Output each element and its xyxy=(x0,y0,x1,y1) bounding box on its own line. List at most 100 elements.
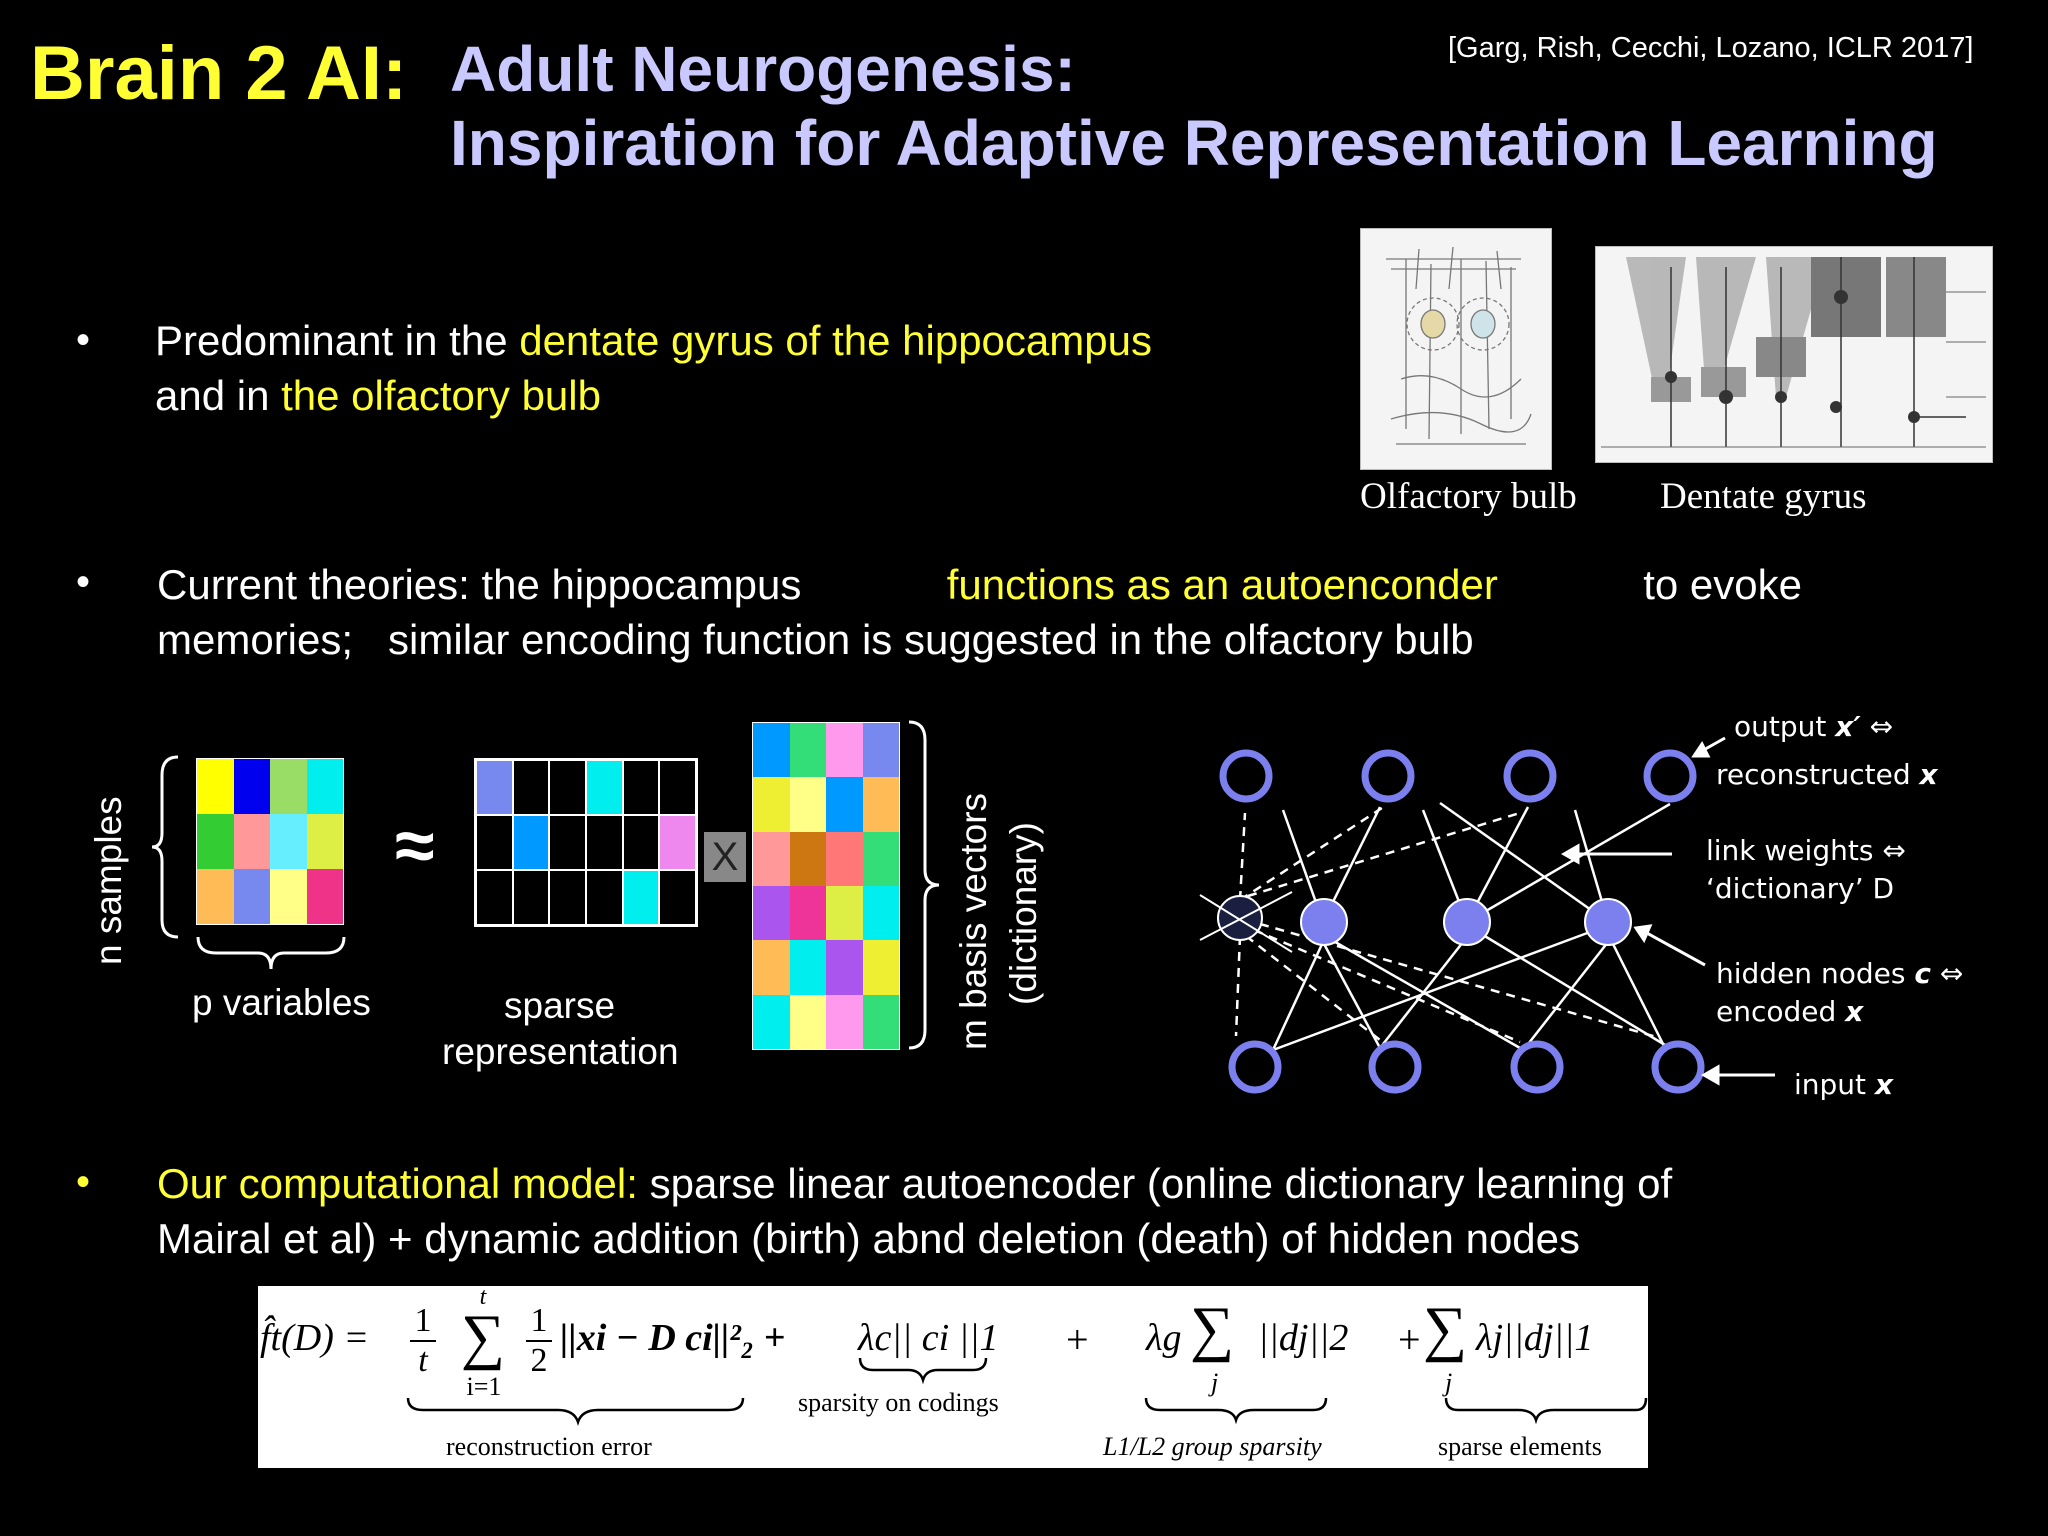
dict-matrix-cell xyxy=(826,994,863,1049)
hidden-nodes-label: hidden nodes c ⇔ encoded x xyxy=(1716,957,1964,1028)
eq-brace-group: L1/L2 group sparsity xyxy=(1103,1432,1322,1461)
dictionary-label-line1: m basis vectors xyxy=(953,792,994,1050)
n-samples-label: n samples xyxy=(88,796,129,965)
bullet-2-line1-b: to evoke xyxy=(1643,561,1802,608)
title-line-2: Inspiration for Adaptive Representation … xyxy=(450,107,1938,179)
eq-plus-1: + xyxy=(1066,1317,1089,1362)
sparse-matrix-cell xyxy=(512,760,550,815)
link-weights-label: link weights ⇔ ‘dictionary’ D xyxy=(1706,834,1906,905)
dict-matrix-cell xyxy=(753,723,790,778)
bullet-marker-3: • xyxy=(76,1160,91,1204)
sparse-matrix-cell xyxy=(659,870,696,925)
dict-matrix-cell xyxy=(789,723,826,778)
eq-elem-term: λj||dj||1 xyxy=(1476,1317,1594,1359)
sparse-matrix-cell xyxy=(512,870,550,925)
bullet-1-line2: and in xyxy=(155,372,282,419)
dictionary-label-line2: (dictionary) xyxy=(1003,822,1044,1005)
eq-frac1: 1 t xyxy=(410,1302,436,1380)
brand-title: Brain 2 AI: xyxy=(30,31,408,116)
cols-brace xyxy=(196,936,346,970)
dict-matrix-cell xyxy=(789,994,826,1049)
eq-elem-index: j xyxy=(1445,1368,1453,1397)
p-variables-label: p variables xyxy=(192,982,371,1023)
dict-matrix-cell xyxy=(789,831,826,886)
bullet-3-line1: sparse linear autoencoder (online dictio… xyxy=(637,1160,1673,1207)
caption-olfactory-bulb: Olfactory bulb xyxy=(1360,476,1577,517)
eq-recon-term: ||xi − D ci||²₂ + xyxy=(560,1317,786,1359)
bullet-2-line2: memories; similar encoding function is s… xyxy=(157,616,1474,663)
dict-matrix-cell xyxy=(826,723,863,778)
data-matrix-cell xyxy=(197,814,234,869)
sparse-matrix-cell xyxy=(476,760,513,815)
sparse-matrix-cell xyxy=(476,870,513,925)
eq-brace-elem: sparse elements xyxy=(1438,1432,1602,1461)
caption-dentate-gyrus: Dentate gyrus xyxy=(1660,476,1867,517)
eq-sum-top: t xyxy=(479,1284,487,1310)
dict-matrix-cell xyxy=(826,777,863,832)
eq-group-lambda: λg xyxy=(1146,1317,1182,1359)
sparse-matrix-cell xyxy=(512,815,550,870)
bullet-1-text: Predominant in the dentate gyrus of the … xyxy=(155,313,1315,423)
sparse-matrix-cell xyxy=(659,760,696,815)
dict-matrix-cell xyxy=(826,831,863,886)
bullet-3-text: Our computational model: sparse linear a… xyxy=(157,1156,1857,1266)
bullet-2-line1-a: Current theories: the hippocampus xyxy=(157,561,802,608)
bullet-1-highlight-2: the olfactory bulb xyxy=(281,372,601,419)
data-matrix xyxy=(196,758,344,925)
sparse-matrix-cell xyxy=(549,870,586,925)
input-var: x xyxy=(1874,1068,1893,1101)
approx-symbol: ≈ xyxy=(395,806,435,886)
eq-frac2: 1 2 xyxy=(526,1302,552,1380)
sparse-matrix-cell xyxy=(586,815,623,870)
citation: [Garg, Rish, Cecchi, Lozano, ICLR 2017] xyxy=(1448,32,1974,64)
sparse-matrix-cell xyxy=(622,815,660,870)
data-matrix-cell xyxy=(270,869,307,924)
eq-plus-2: + xyxy=(1398,1317,1421,1362)
dict-matrix-cell xyxy=(789,777,826,832)
eq-group-sum: ∑ xyxy=(1190,1295,1235,1363)
dict-matrix-cell xyxy=(753,885,790,941)
data-matrix-cell xyxy=(197,759,234,814)
eq-sparsity-term: λc|| ci ||1 xyxy=(858,1317,999,1359)
sparse-matrix-cell xyxy=(549,815,586,870)
dict-matrix-cell xyxy=(753,831,790,886)
eq-sum-bottom: i=1 xyxy=(466,1372,502,1401)
bullet-marker-2: • xyxy=(76,560,91,604)
bullet-1-highlight-1: dentate gyrus of the hippocampus xyxy=(519,317,1152,364)
data-matrix-cell xyxy=(233,869,270,924)
output-var: x′ xyxy=(1835,710,1861,743)
data-matrix-cell xyxy=(306,869,343,924)
data-matrix-cell xyxy=(270,814,307,869)
data-matrix-cell xyxy=(197,869,234,924)
dict-matrix-cell xyxy=(862,940,899,995)
olfactory-bulb-image xyxy=(1360,228,1552,470)
eq-braces xyxy=(406,1357,1648,1426)
dict-matrix-cell xyxy=(862,831,899,886)
eq-group-index: j xyxy=(1211,1368,1219,1397)
dict-matrix-cell xyxy=(789,940,826,995)
data-matrix-cell xyxy=(306,814,343,869)
dict-matrix-cell xyxy=(826,940,863,995)
data-matrix-cell xyxy=(233,759,270,814)
sparse-matrix xyxy=(474,758,698,927)
sparse-label-line2: representation xyxy=(442,1031,679,1072)
times-symbol: X xyxy=(704,832,746,882)
eq-lhs: f̂t(D) = xyxy=(260,1317,370,1359)
sparse-matrix-cell xyxy=(586,870,623,925)
dict-matrix-cell xyxy=(862,777,899,832)
eq-sum: ∑ xyxy=(460,1303,506,1371)
dictionary-matrix xyxy=(752,722,900,1050)
sparse-matrix-cell xyxy=(659,815,696,870)
autoencoder-network xyxy=(1199,736,1775,1094)
bullet-2-highlight: functions as an autoenconder xyxy=(946,561,1498,608)
bullet-3-highlight: Our computational model: xyxy=(157,1160,638,1207)
sparse-matrix-cell xyxy=(476,815,513,870)
eq-group-norm: ||dj||2 xyxy=(1258,1317,1349,1359)
dict-matrix-cell xyxy=(753,777,790,832)
slide-title: Adult Neurogenesis: Inspiration for Adap… xyxy=(450,32,1938,180)
iff-icon: ⇔ xyxy=(1882,834,1906,867)
sparse-matrix-cell xyxy=(586,760,623,815)
dict-matrix-cell xyxy=(753,940,790,995)
input-label: input x xyxy=(1794,1068,1893,1101)
hidden-var: c xyxy=(1914,957,1931,990)
